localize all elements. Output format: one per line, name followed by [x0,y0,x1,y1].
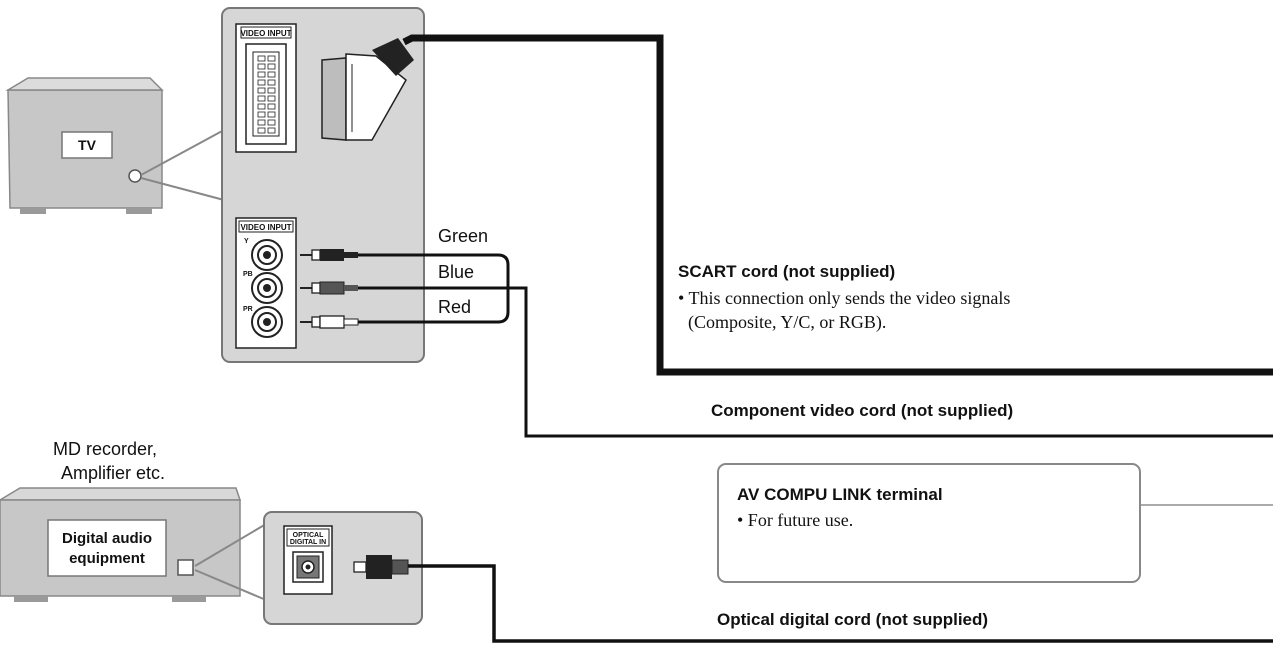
component-cord-title: Component video cord (not supplied) [711,401,1014,420]
jack-label-y: Y [244,238,249,245]
scart-plug-hood [345,53,407,141]
scart-cord-note-2: (Composite, Y/C, or RGB). [688,312,887,332]
scart-cable [402,34,1273,376]
scart-pin [257,111,266,118]
digital-label-line1: Digital audio [62,530,152,547]
scart-pin [267,63,276,70]
scart-pin [267,119,276,126]
scart-cord-note-1: • This connection only sends the video s… [678,288,1011,308]
callout-line [194,569,267,601]
optical-plug [353,555,409,579]
scart-pin [267,127,276,134]
optical-panel: OPTICAL DIGITAL IN [263,511,423,625]
component-cables [358,253,1273,438]
scart-pins [257,55,276,134]
optical-cord-title: Optical digital cord (not supplied) [717,610,989,629]
wire-color-blue: Blue [438,262,475,282]
rca-plug-green [300,249,358,261]
scart-pin [267,71,276,78]
digital-output-port [177,559,194,576]
scart-pin [267,95,276,102]
scart-cord-title: SCART cord (not supplied) [678,262,896,281]
scart-pin [257,127,266,134]
md-recorder-line2: Amplifier etc. [61,463,166,483]
scart-pin [267,79,276,86]
scart-pin [257,95,266,102]
tv-input-port [128,169,142,183]
wire-color-red: Red [438,297,472,317]
wire-color-green: Green [438,226,489,246]
scart-input-label: VIDEO INPUT [240,29,291,38]
jack-label-pb: PB [243,271,253,278]
callout-line [140,129,225,176]
optical-label-line1: OPTICAL [293,532,324,539]
scart-pin [257,71,266,78]
tv-unit: TV [5,77,164,214]
optical-label-line2: DIGITAL IN [290,539,326,546]
scart-pin [257,55,266,62]
scart-pin [257,103,266,110]
component-input-label: VIDEO INPUT [240,223,291,232]
scart-pin [267,87,276,94]
scart-plug-body [321,57,347,141]
scart-pin [267,103,276,110]
scart-pin [257,119,266,126]
rca-plug-blue [300,281,358,295]
av-compu-link-note: • For future use. [737,510,854,530]
scart-pin [257,63,266,70]
digital-label-box [47,519,167,577]
optical-cable [408,564,1273,643]
md-recorder-line1: MD recorder, [53,439,158,459]
scart-pin [257,87,266,94]
scart-pin [257,79,266,86]
scart-pin [267,111,276,118]
av-compu-link-title: AV COMPU LINK terminal [737,485,943,504]
tv-rear-panel: VIDEO INPUT VIDEO INPUT Y PB PR [221,7,425,363]
av-compu-link-box [717,463,1141,583]
digital-audio-equipment: Digital audio equipment [0,487,242,602]
scart-pin [267,55,276,62]
tv-label: TV [78,137,97,153]
tv-label-box [61,131,113,159]
jack-label-pr: PR [243,306,253,313]
callout-line [194,523,267,567]
callout-line [140,177,225,201]
digital-label-line2: equipment [69,550,145,567]
scart-plug-strain-relief [372,38,414,76]
rca-plug-red [300,315,359,329]
